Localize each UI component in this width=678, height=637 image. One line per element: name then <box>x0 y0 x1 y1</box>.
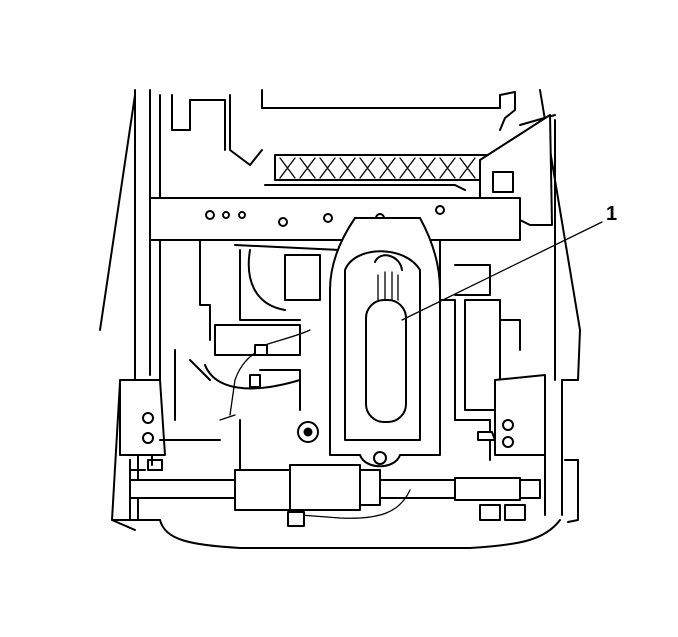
rear-cover-panel <box>171 89 516 166</box>
front-left-bracket <box>119 379 166 456</box>
left-adjuster-mechanism <box>174 239 341 421</box>
lower-shaft-assembly <box>129 419 541 527</box>
cylinder-component <box>365 254 407 423</box>
callout-leader-line <box>401 221 603 321</box>
callout-label-1: 1 <box>606 203 617 225</box>
fastener-nut <box>297 421 319 443</box>
upper-cross-member <box>264 154 491 191</box>
wiring-harness <box>219 329 311 421</box>
front-right-bracket <box>477 374 546 456</box>
main-cross-beam <box>149 197 521 241</box>
front-lower-cover <box>129 459 561 549</box>
